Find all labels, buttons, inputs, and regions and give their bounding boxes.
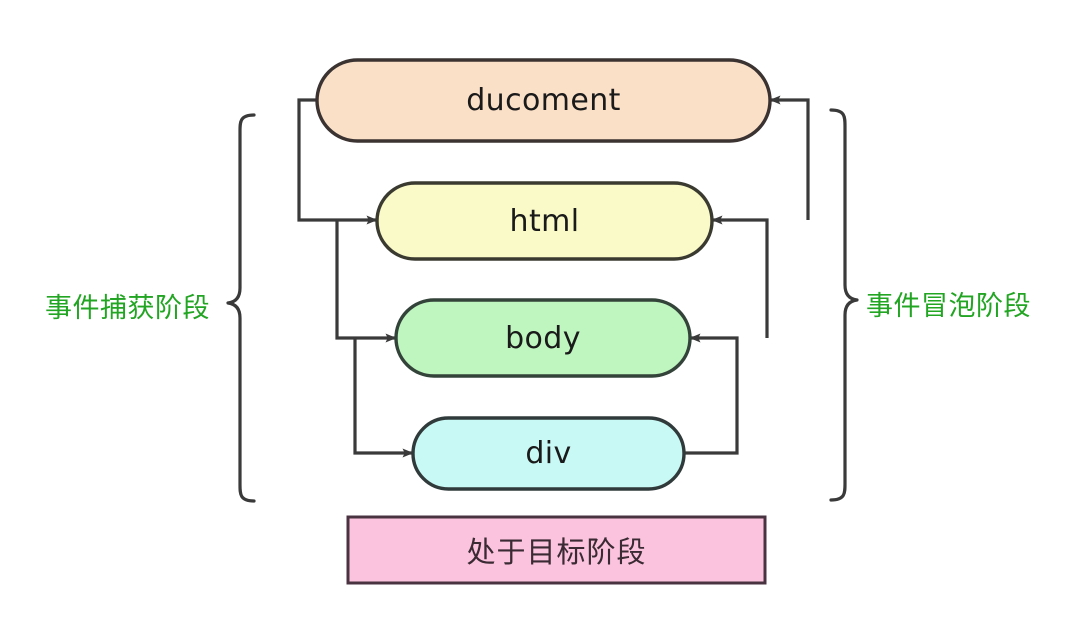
bubble-paths bbox=[684, 95, 810, 455]
bubble-arrow-div-to-body bbox=[684, 333, 739, 455]
capture-arrow-html-to-body bbox=[335, 220, 397, 343]
bubble-arrow-html-to-document bbox=[769, 95, 810, 220]
target-phase-label: 处于目标阶段 bbox=[466, 535, 647, 569]
capture-brace-icon bbox=[226, 113, 256, 503]
node-shapes bbox=[315, 58, 772, 585]
bubble-phase-label: 事件冒泡阶段 bbox=[866, 291, 1031, 322]
capture-paths bbox=[297, 98, 414, 458]
node-shape-div[interactable] bbox=[411, 416, 686, 491]
capture-phase-label: 事件捕获阶段 bbox=[45, 293, 210, 324]
brace-shapes bbox=[226, 108, 859, 503]
node-shape-document[interactable] bbox=[315, 58, 772, 143]
node-shape-html[interactable] bbox=[375, 181, 714, 261]
bubble-arrow-body-to-html bbox=[711, 215, 769, 338]
node-shape-body[interactable] bbox=[394, 298, 692, 378]
capture-arrow-body-to-div bbox=[353, 338, 414, 458]
bubble-brace-icon bbox=[829, 108, 859, 502]
node-shape-target-phase[interactable] bbox=[346, 515, 767, 585]
